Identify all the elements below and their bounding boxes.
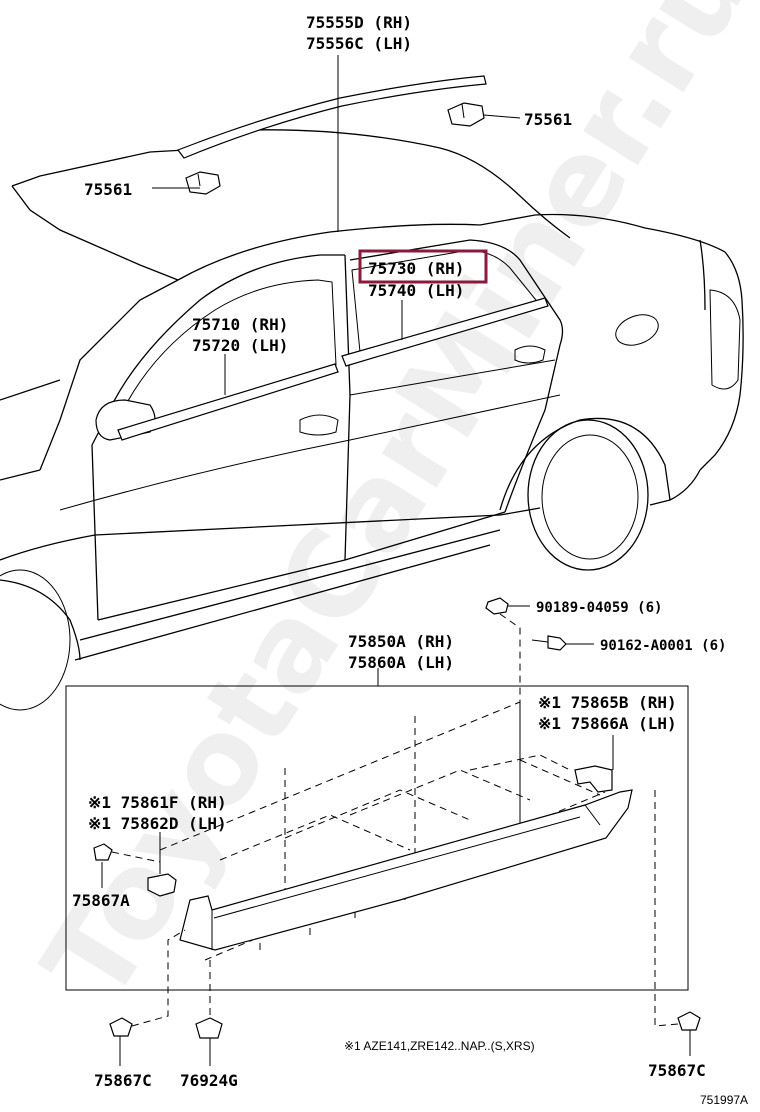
roof-drip-moulding [177, 75, 487, 159]
label-75740: 75740 (LH) [368, 281, 464, 300]
rocker-panel-moulding [179, 789, 633, 951]
label-75862d: ※1 75862D (LH) [88, 814, 227, 833]
front-belt-moulding [117, 363, 339, 441]
highlight-box-75730 [358, 249, 488, 284]
label-90162: 90162-A0001 (6) [600, 638, 726, 654]
label-75860a: 75860A (LH) [348, 653, 454, 672]
label-75866a: ※1 75866A (LH) [538, 714, 677, 733]
clip-76924g [195, 1017, 223, 1039]
label-90189: 90189-04059 (6) [536, 600, 662, 616]
label-75861f: ※1 75861F (RH) [88, 793, 227, 812]
clip-75867c-right [677, 1011, 701, 1031]
label-75867c-left: 75867C [94, 1071, 152, 1090]
clip-75867c-left [109, 1017, 133, 1037]
label-75867c-right: 75867C [648, 1061, 706, 1080]
label-75556c: 75556C (LH) [306, 34, 412, 53]
screw-90162 [531, 635, 567, 651]
figure-reference: 751997A [700, 1093, 748, 1107]
rocker-clip-front [147, 873, 177, 897]
clip-75867a [93, 843, 113, 861]
rocker-assembly-frame [65, 685, 689, 991]
rear-belt-moulding [341, 297, 549, 367]
label-75555d: 75555D (RH) [306, 13, 412, 32]
label-75730: 75730 (RH) [368, 259, 464, 278]
rocker-clip-rear [574, 765, 613, 793]
roof-clip-left [185, 171, 221, 195]
label-75561-right: 75561 [524, 110, 572, 129]
footnote: ※1 AZE141,ZRE142..NAP..(S,XRS) [344, 1039, 535, 1053]
label-75865b: ※1 75865B (RH) [538, 693, 677, 712]
roof-clip-right [447, 102, 485, 127]
car-body-outline [0, 129, 744, 711]
label-76924g: 76924G [180, 1071, 238, 1090]
label-75561-left: 75561 [84, 180, 132, 199]
label-75867a: 75867A [72, 891, 130, 910]
label-75710: 75710 (RH) [192, 315, 288, 334]
screw-90189 [485, 597, 509, 615]
label-75720: 75720 (LH) [192, 336, 288, 355]
label-75850a: 75850A (RH) [348, 632, 454, 651]
